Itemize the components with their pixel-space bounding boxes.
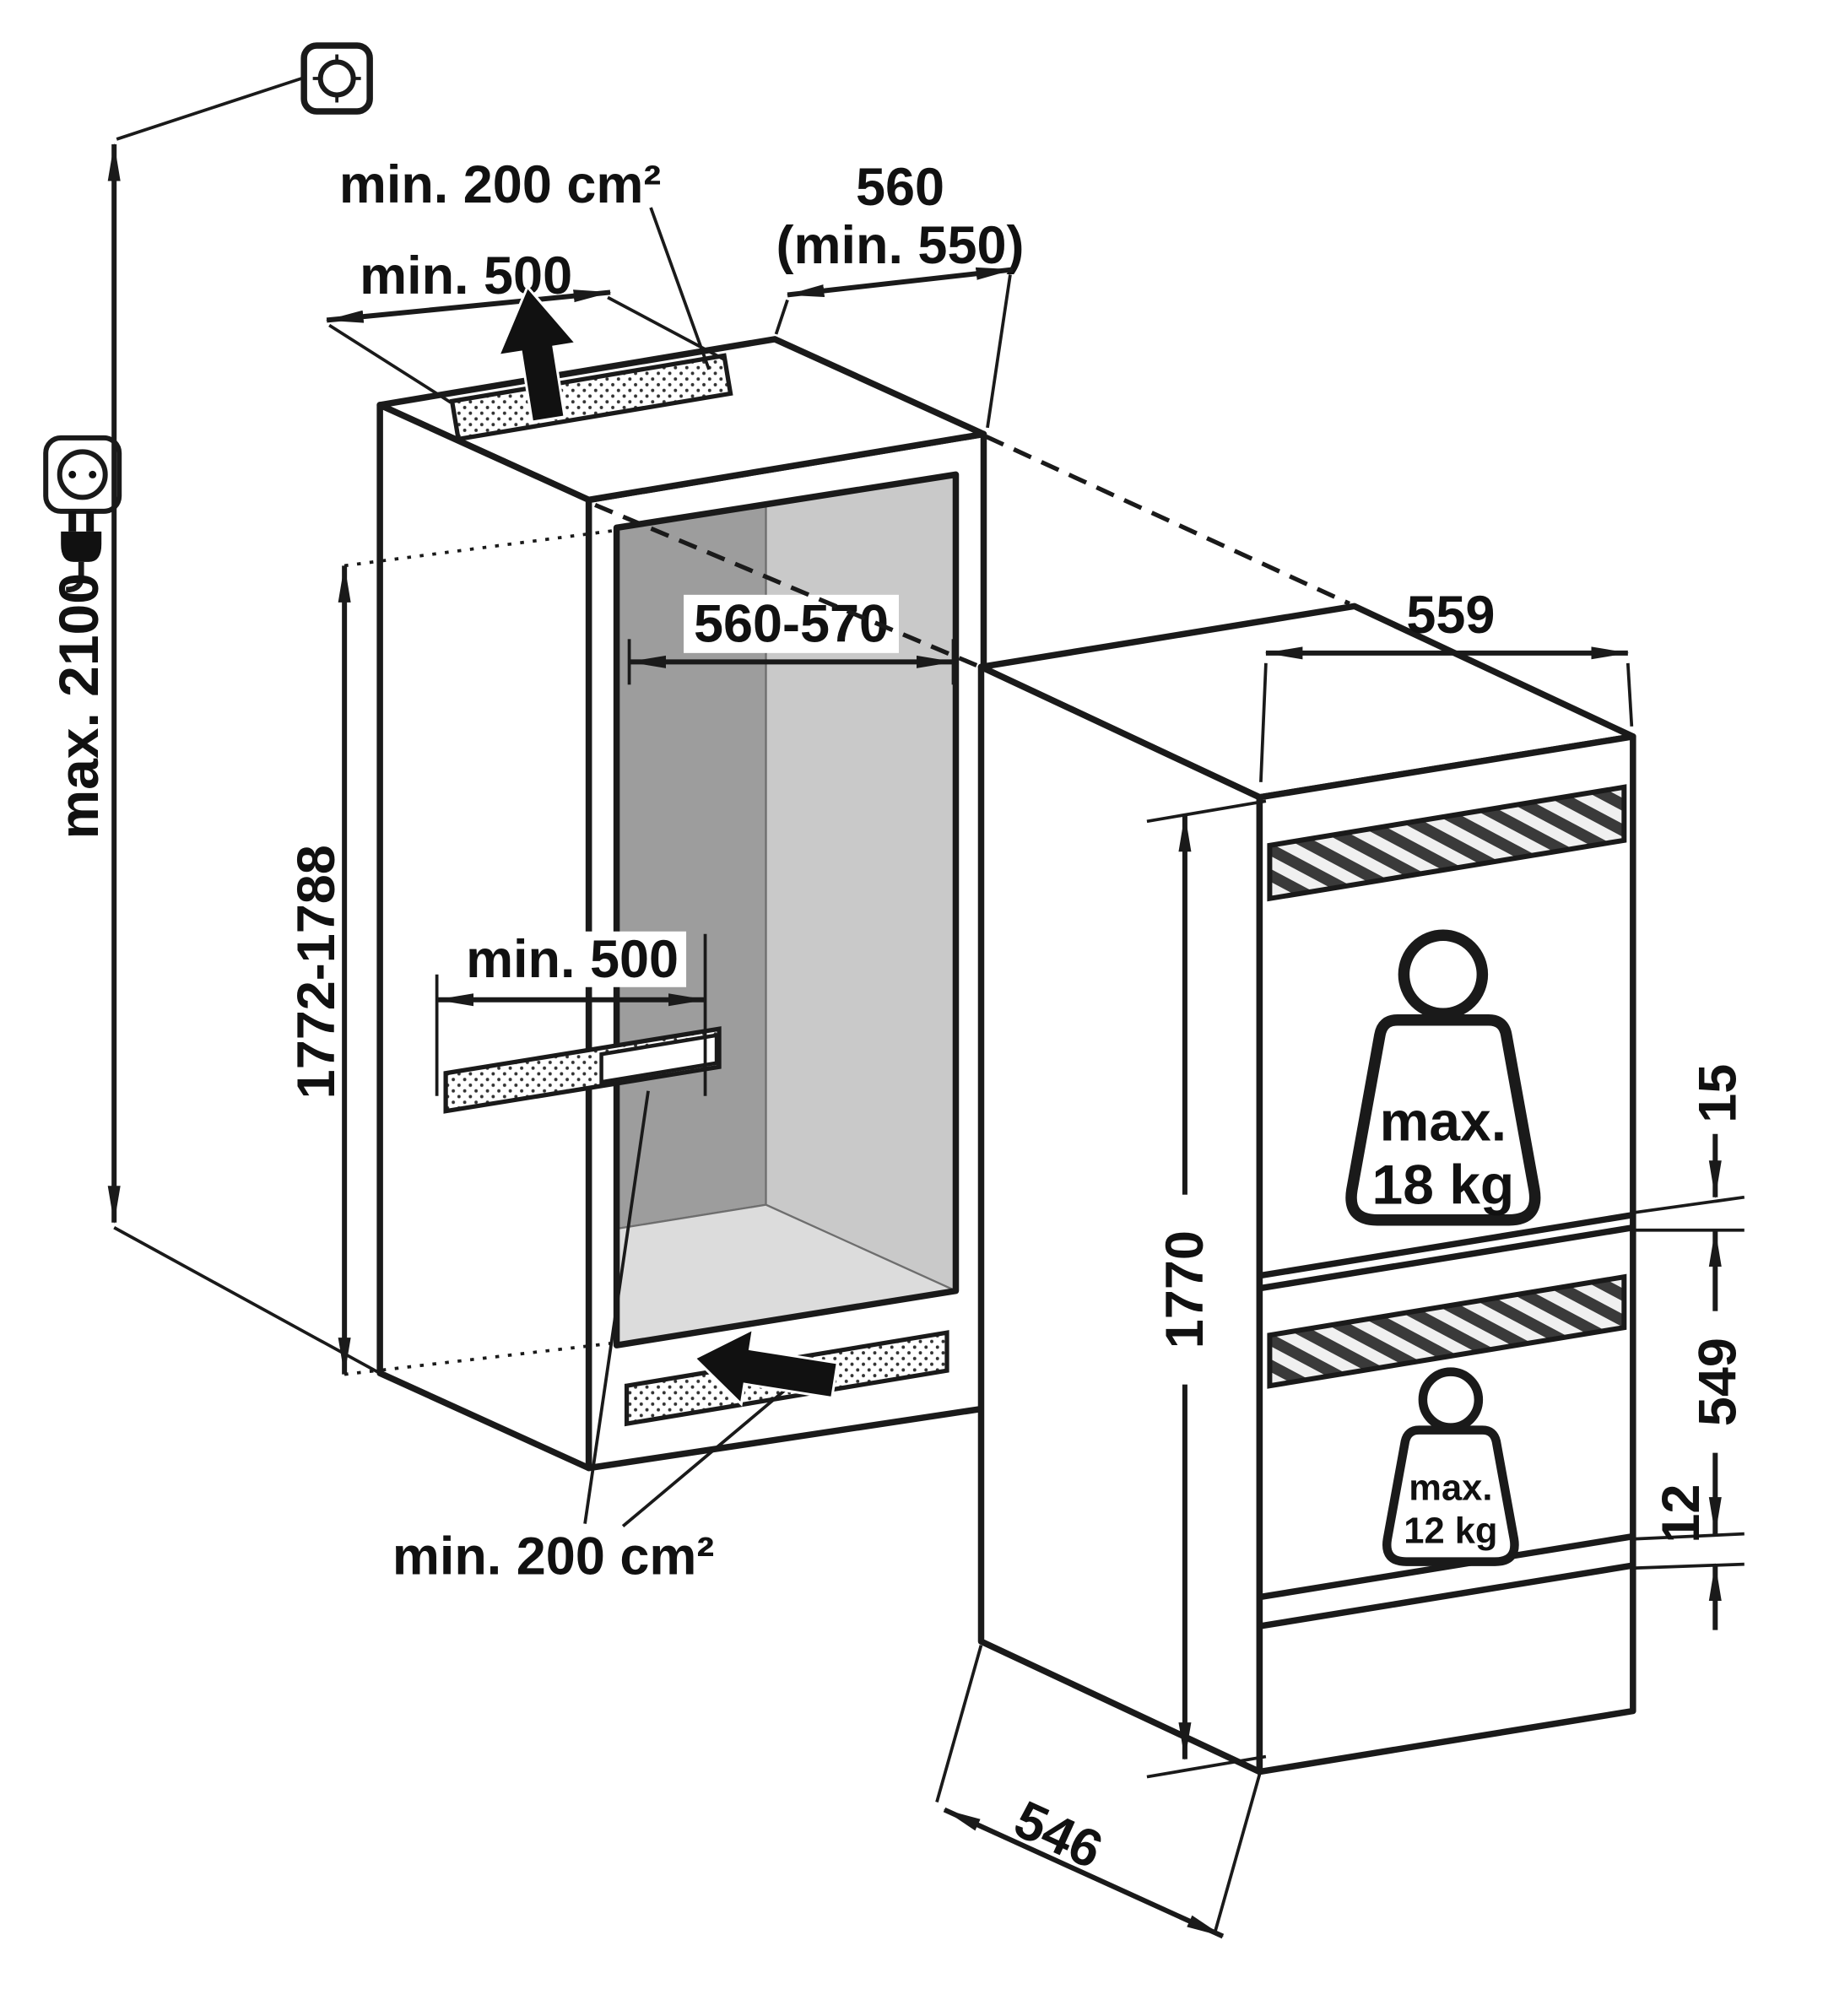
dim-appliance-height: 1770 xyxy=(1146,799,1267,1779)
extension-line xyxy=(774,299,789,335)
leader-line xyxy=(583,1090,650,1524)
extension-line xyxy=(344,528,617,568)
extension-line xyxy=(1626,662,1634,727)
dim-niche-floor-clearance: min. 500 xyxy=(435,930,707,1096)
weight-body xyxy=(1345,1013,1541,1226)
label-backplate xyxy=(1156,1194,1213,1385)
leader-line xyxy=(649,207,711,370)
appliance-drawing: max. 18 kg max. 12 kg xyxy=(977,603,1636,1775)
extension-line xyxy=(344,1341,617,1376)
lower-door-height-label: 549 xyxy=(1688,1338,1747,1426)
plug-prong xyxy=(86,511,95,532)
niche-height-label: 1772-1788 xyxy=(287,845,346,1099)
dim-niche-height: 1772-1788 xyxy=(287,528,617,1376)
extension-line xyxy=(1635,1562,1745,1570)
tick xyxy=(1146,1754,1267,1779)
plug-prong xyxy=(68,511,77,532)
weight-knob xyxy=(1398,929,1489,1019)
label-backplate xyxy=(1688,1311,1745,1453)
power-socket-icon xyxy=(43,435,122,514)
dim-top-clearance: min. 500 xyxy=(325,246,725,404)
dim-niche-depth: 560 (min. 550) xyxy=(774,158,1025,429)
label-backplate xyxy=(684,594,900,653)
dim-appliance-width: 559 xyxy=(1259,586,1634,782)
airflow-up-arrow xyxy=(496,284,579,424)
appliance-front-face xyxy=(1256,733,1636,1775)
lower-door-bottom-edge xyxy=(1258,1532,1634,1601)
socket-circle xyxy=(57,449,108,500)
door-gap-bottom-label: 12 xyxy=(1652,1484,1711,1543)
extension-line xyxy=(116,77,302,141)
niche-interior-side-wall xyxy=(765,386,957,1293)
lower-door-load-prefix: max. xyxy=(1409,1468,1492,1509)
dim-niche-inner-width: 560-570 xyxy=(627,594,955,685)
upper-door-load-prefix: max. xyxy=(1380,1090,1507,1153)
niche-floor-clearance-label: min. 500 xyxy=(466,930,679,989)
tick xyxy=(1146,799,1267,824)
lower-door-load-value: 12 kg xyxy=(1404,1511,1497,1552)
socket-frame xyxy=(43,435,122,514)
projection-line xyxy=(594,502,979,668)
upper-door-load-value: 18 kg xyxy=(1372,1154,1515,1216)
upper-door-grip-band xyxy=(1267,784,1627,902)
top-vent-area-label: min. 200 cm² xyxy=(339,155,661,214)
projection-lines xyxy=(594,435,1350,668)
dims-door-right: 15 549 12 xyxy=(1635,1064,1747,1630)
niche-depth-min-label: (min. 550) xyxy=(776,216,1025,275)
fixing-point-icon xyxy=(300,42,373,115)
dim-line xyxy=(786,267,1014,298)
extension-line xyxy=(1635,1532,1745,1541)
lower-door-top-edge xyxy=(1258,1224,1634,1292)
weight-body xyxy=(1382,1425,1519,1566)
door-gap-top-label: 15 xyxy=(1688,1064,1747,1123)
projection-line xyxy=(985,435,1350,606)
niche-depth-label: 560 xyxy=(856,158,944,217)
extension-line xyxy=(1214,1774,1262,1932)
label-top-vent-area: min. 200 cm² xyxy=(339,155,711,370)
label-backplate xyxy=(458,931,687,987)
weight-knob xyxy=(1418,1367,1484,1432)
bottom-vent-area-label: min. 200 cm² xyxy=(392,1527,714,1586)
fixing-point-circle xyxy=(317,59,356,98)
extension-line xyxy=(607,295,725,361)
dim-line xyxy=(325,289,612,323)
upper-door-weight-icon: max. 18 kg xyxy=(1345,929,1541,1226)
appliance-height-label: 1770 xyxy=(1155,1230,1214,1349)
label-bottom-vent-area: min. 200 cm² xyxy=(392,1090,814,1586)
socket-pin-hole xyxy=(68,470,77,478)
airflow-arrows xyxy=(496,284,839,1407)
extension-line xyxy=(935,1645,983,1803)
plug-body xyxy=(61,531,102,562)
fixing-point-frame xyxy=(300,42,373,115)
leader-line xyxy=(621,1365,814,1528)
lower-door-weight-icon: max. 12 kg xyxy=(1382,1367,1519,1566)
extension-line xyxy=(1635,1195,1745,1214)
niche-floor-vent-cutout xyxy=(599,1033,719,1084)
socket-pin-hole xyxy=(89,470,97,478)
plinth-edge xyxy=(1258,1562,1634,1630)
dim-line xyxy=(943,1807,1225,1939)
extension-line xyxy=(113,1226,379,1374)
max-total-height-label: max. 2100 xyxy=(47,573,110,839)
power-plug-icon xyxy=(61,511,102,593)
niche-top-vent-strip xyxy=(449,353,733,442)
extension-line xyxy=(1259,662,1268,782)
dim-max-total-height: max. 2100 xyxy=(47,77,379,1374)
appliance-width-label: 559 xyxy=(1406,586,1495,645)
top-clearance-label: min. 500 xyxy=(360,246,572,305)
extension-line xyxy=(986,274,1012,429)
airflow-in-arrow xyxy=(692,1327,839,1407)
plug-cable xyxy=(66,561,84,593)
appliance-depth-label: 546 xyxy=(1006,1790,1112,1880)
appliance-side-panel xyxy=(977,663,1263,1775)
upper-door-bottom-edge xyxy=(1258,1211,1634,1279)
niche-drawing xyxy=(376,336,987,1472)
niche-inner-width-label: 560-570 xyxy=(694,594,889,653)
extension-line xyxy=(328,323,452,404)
lower-door-grip-band xyxy=(1267,1273,1627,1389)
